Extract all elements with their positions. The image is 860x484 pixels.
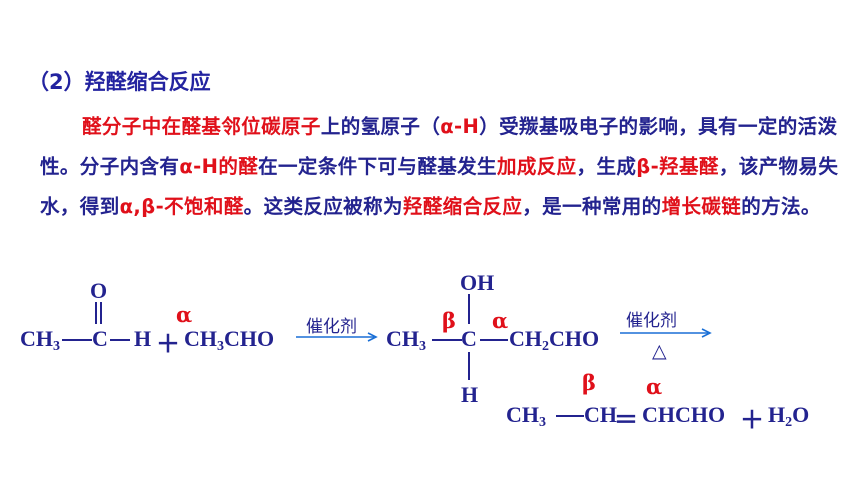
reactant2-acetaldehyde: CH3CHO	[184, 326, 275, 354]
product-ch: CH	[584, 402, 617, 427]
plus-sign-2: ＋	[740, 408, 764, 434]
paragraph-segment: ，生成	[576, 155, 637, 178]
alpha-label-3: α	[646, 374, 663, 399]
intermediate-carbon: C	[461, 326, 477, 351]
paragraph-segment: 增长碳链	[661, 195, 742, 218]
intermediate-h: H	[461, 382, 479, 407]
paragraph-segment: α-H	[440, 115, 480, 138]
paragraph-segment: 上的氢原子（	[320, 115, 441, 138]
reactant1-ch3: CH3	[20, 326, 60, 354]
paragraph-segment: 的方法。	[741, 195, 821, 218]
description-paragraph: 醛分子中在醛基邻位碳原子上的氢原子（α-H）受羰基吸电子的影响，具有一定的活泼性…	[40, 107, 840, 227]
paragraph-segment: 醛分子中在	[82, 115, 182, 138]
product-chcho: CHCHO	[642, 402, 726, 427]
paragraph-segment: ，该产物易失水，得到	[40, 155, 839, 218]
beta-label-2: β	[582, 370, 596, 395]
paragraph-segment: 加成反应	[496, 155, 577, 178]
alpha-label-1: α	[176, 302, 193, 327]
double-bond: ＝	[614, 408, 638, 434]
paragraph-segment: 羟醛缩合反应	[402, 195, 523, 218]
heat-symbol: △	[652, 340, 667, 362]
intermediate-oh: OH	[460, 270, 495, 295]
carbonyl-oxygen: O	[90, 278, 108, 303]
paragraph-segment: α-H的醛	[179, 155, 259, 178]
alpha-label-2: α	[492, 308, 509, 333]
plus-sign-1: ＋	[156, 332, 180, 358]
paragraph-segment: 。这类反应被称为	[243, 195, 403, 218]
beta-label-1: β	[442, 308, 456, 333]
paragraph-segment: ，是一种常用的	[522, 195, 662, 218]
catalyst-label-1: 催化剂	[306, 317, 357, 337]
reactant1-carbon: C	[92, 326, 108, 351]
product-ch3: CH3	[506, 402, 546, 430]
paragraph-segment: α,β-不饱和醛	[119, 195, 244, 218]
section-heading: （2）羟醛缩合反应	[28, 70, 211, 94]
paragraph-segment: 醛基邻位碳原子	[181, 115, 321, 138]
reactant1-h: H	[134, 326, 152, 351]
intermediate-ch2cho: CH2CHO	[509, 326, 600, 354]
intermediate-ch3: CH3	[386, 326, 426, 354]
water: H2O	[768, 402, 810, 430]
paragraph-segment: β-羟基醛	[636, 155, 719, 178]
catalyst-label-2: 催化剂	[626, 311, 677, 331]
paragraph-segment: 在一定条件下可与醛基发生	[258, 155, 497, 178]
paragraph-segment: ）受羰基吸电子的影响，具有一定的活泼性。分子内含有	[40, 115, 838, 178]
